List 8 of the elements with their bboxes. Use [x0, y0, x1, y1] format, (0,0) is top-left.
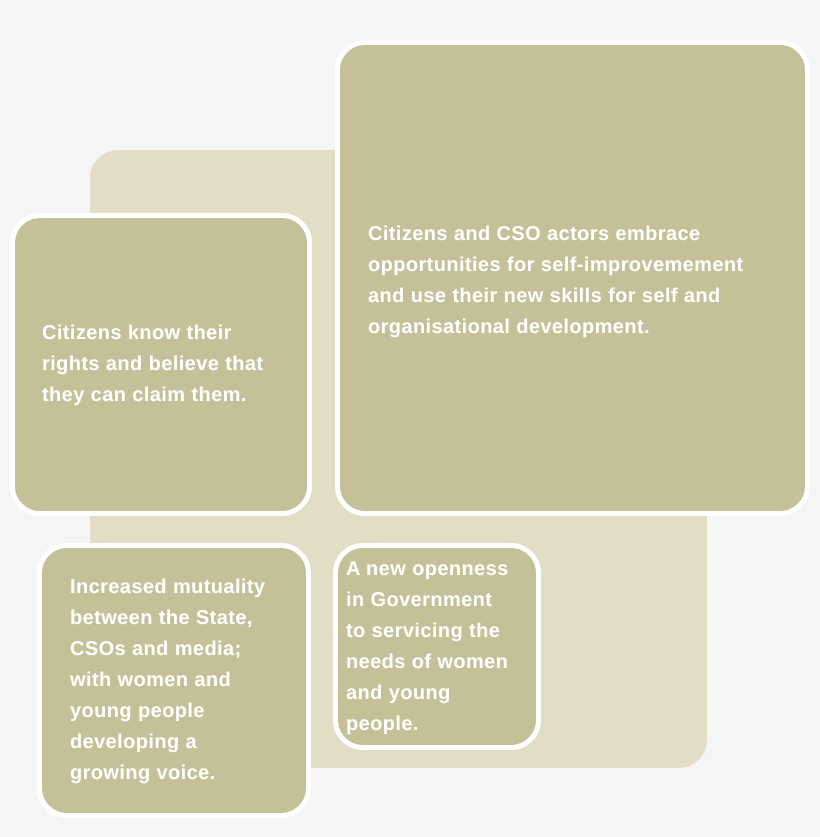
card-text: Citizens know their rights and believe that they can claim them. — [42, 321, 264, 408]
text-card — [333, 543, 541, 750]
text-card — [10, 213, 312, 516]
card-text: A new openness in Government to servicing the needs of women and young people. — [346, 556, 510, 736]
card-text: Increased mutuality between the State, CSOs and media; with women and young people developing a growing voice. — [70, 575, 266, 786]
card-text: Citizens and CSO actors embrace opportunities for self-improvemement and use their new skills for self and organisational development. — [368, 222, 745, 340]
text-card — [335, 40, 810, 516]
text-card — [37, 543, 311, 818]
